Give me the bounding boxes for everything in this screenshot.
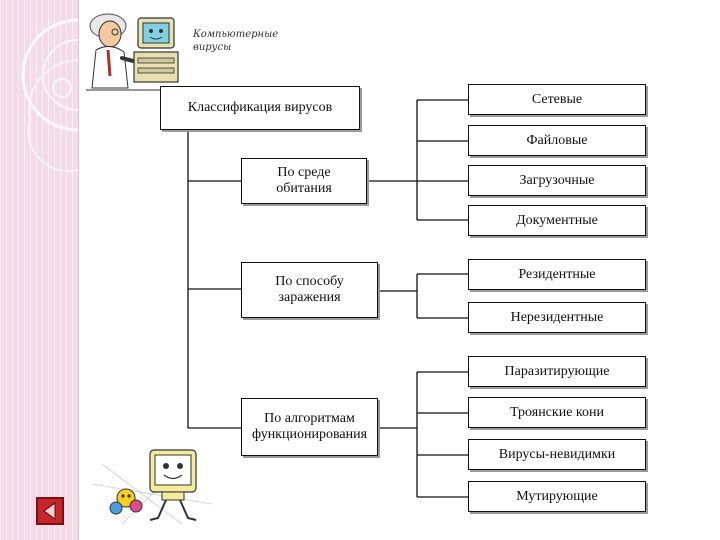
back-button[interactable] [36,497,64,525]
leaf-node: Сетевые [468,84,646,115]
leaf-node-label: Резидентные [518,266,596,282]
leaf-node: Загрузочные [468,165,646,196]
leaf-node-label: Файловые [526,132,588,148]
leaf-node-label: Вирусы-невидимки [498,446,616,462]
leaf-node: Мутирующие [468,481,646,512]
group-node-label: функционирования [251,427,368,442]
group-node-label: По способу [275,274,344,289]
slide-caption: Компьютерные вирусы [193,28,293,54]
back-arrow-icon [43,502,56,520]
smiling-monitor-icon [92,449,213,525]
leaf-node: Файловые [468,125,646,156]
group-node-infection: По способу заражения [241,262,378,318]
group-node-label: По среде [277,165,331,180]
caption-line-1: Компьютерные [193,29,279,40]
leaf-node: Нерезидентные [468,302,646,333]
professor-at-computer-icon [86,13,182,91]
root-node: Классификация вирусов [160,86,360,130]
leaf-node-label: Документные [516,212,598,228]
leaf-node: Документные [468,205,646,236]
leaf-node: Вирусы-невидимки [468,439,646,470]
leaf-node: Паразитирующие [468,356,646,387]
decorative-sidebar [0,0,79,540]
leaf-node-label: Загрузочные [519,172,595,188]
group-node-algorithm: По алгоритмам функционирования [241,398,378,456]
group-node-label: заражения [278,290,341,305]
group-node-label: обитания [276,181,332,196]
leaf-node-label: Паразитирующие [504,363,610,379]
swirl-ornament-icon [21,18,78,173]
leaf-node-label: Троянские кони [510,404,604,420]
root-node-label: Классификация вирусов [187,100,333,115]
leaf-node-label: Нерезидентные [510,309,604,325]
leaf-node: Резидентные [468,259,646,290]
group-node-label: По алгоритмам [264,411,355,426]
leaf-node-label: Мутирующие [516,488,598,504]
group-node-habitat: По среде обитания [241,158,367,204]
caption-line-2: вирусы [193,42,232,53]
leaf-node: Троянские кони [468,397,646,428]
leaf-node-label: Сетевые [531,91,583,107]
